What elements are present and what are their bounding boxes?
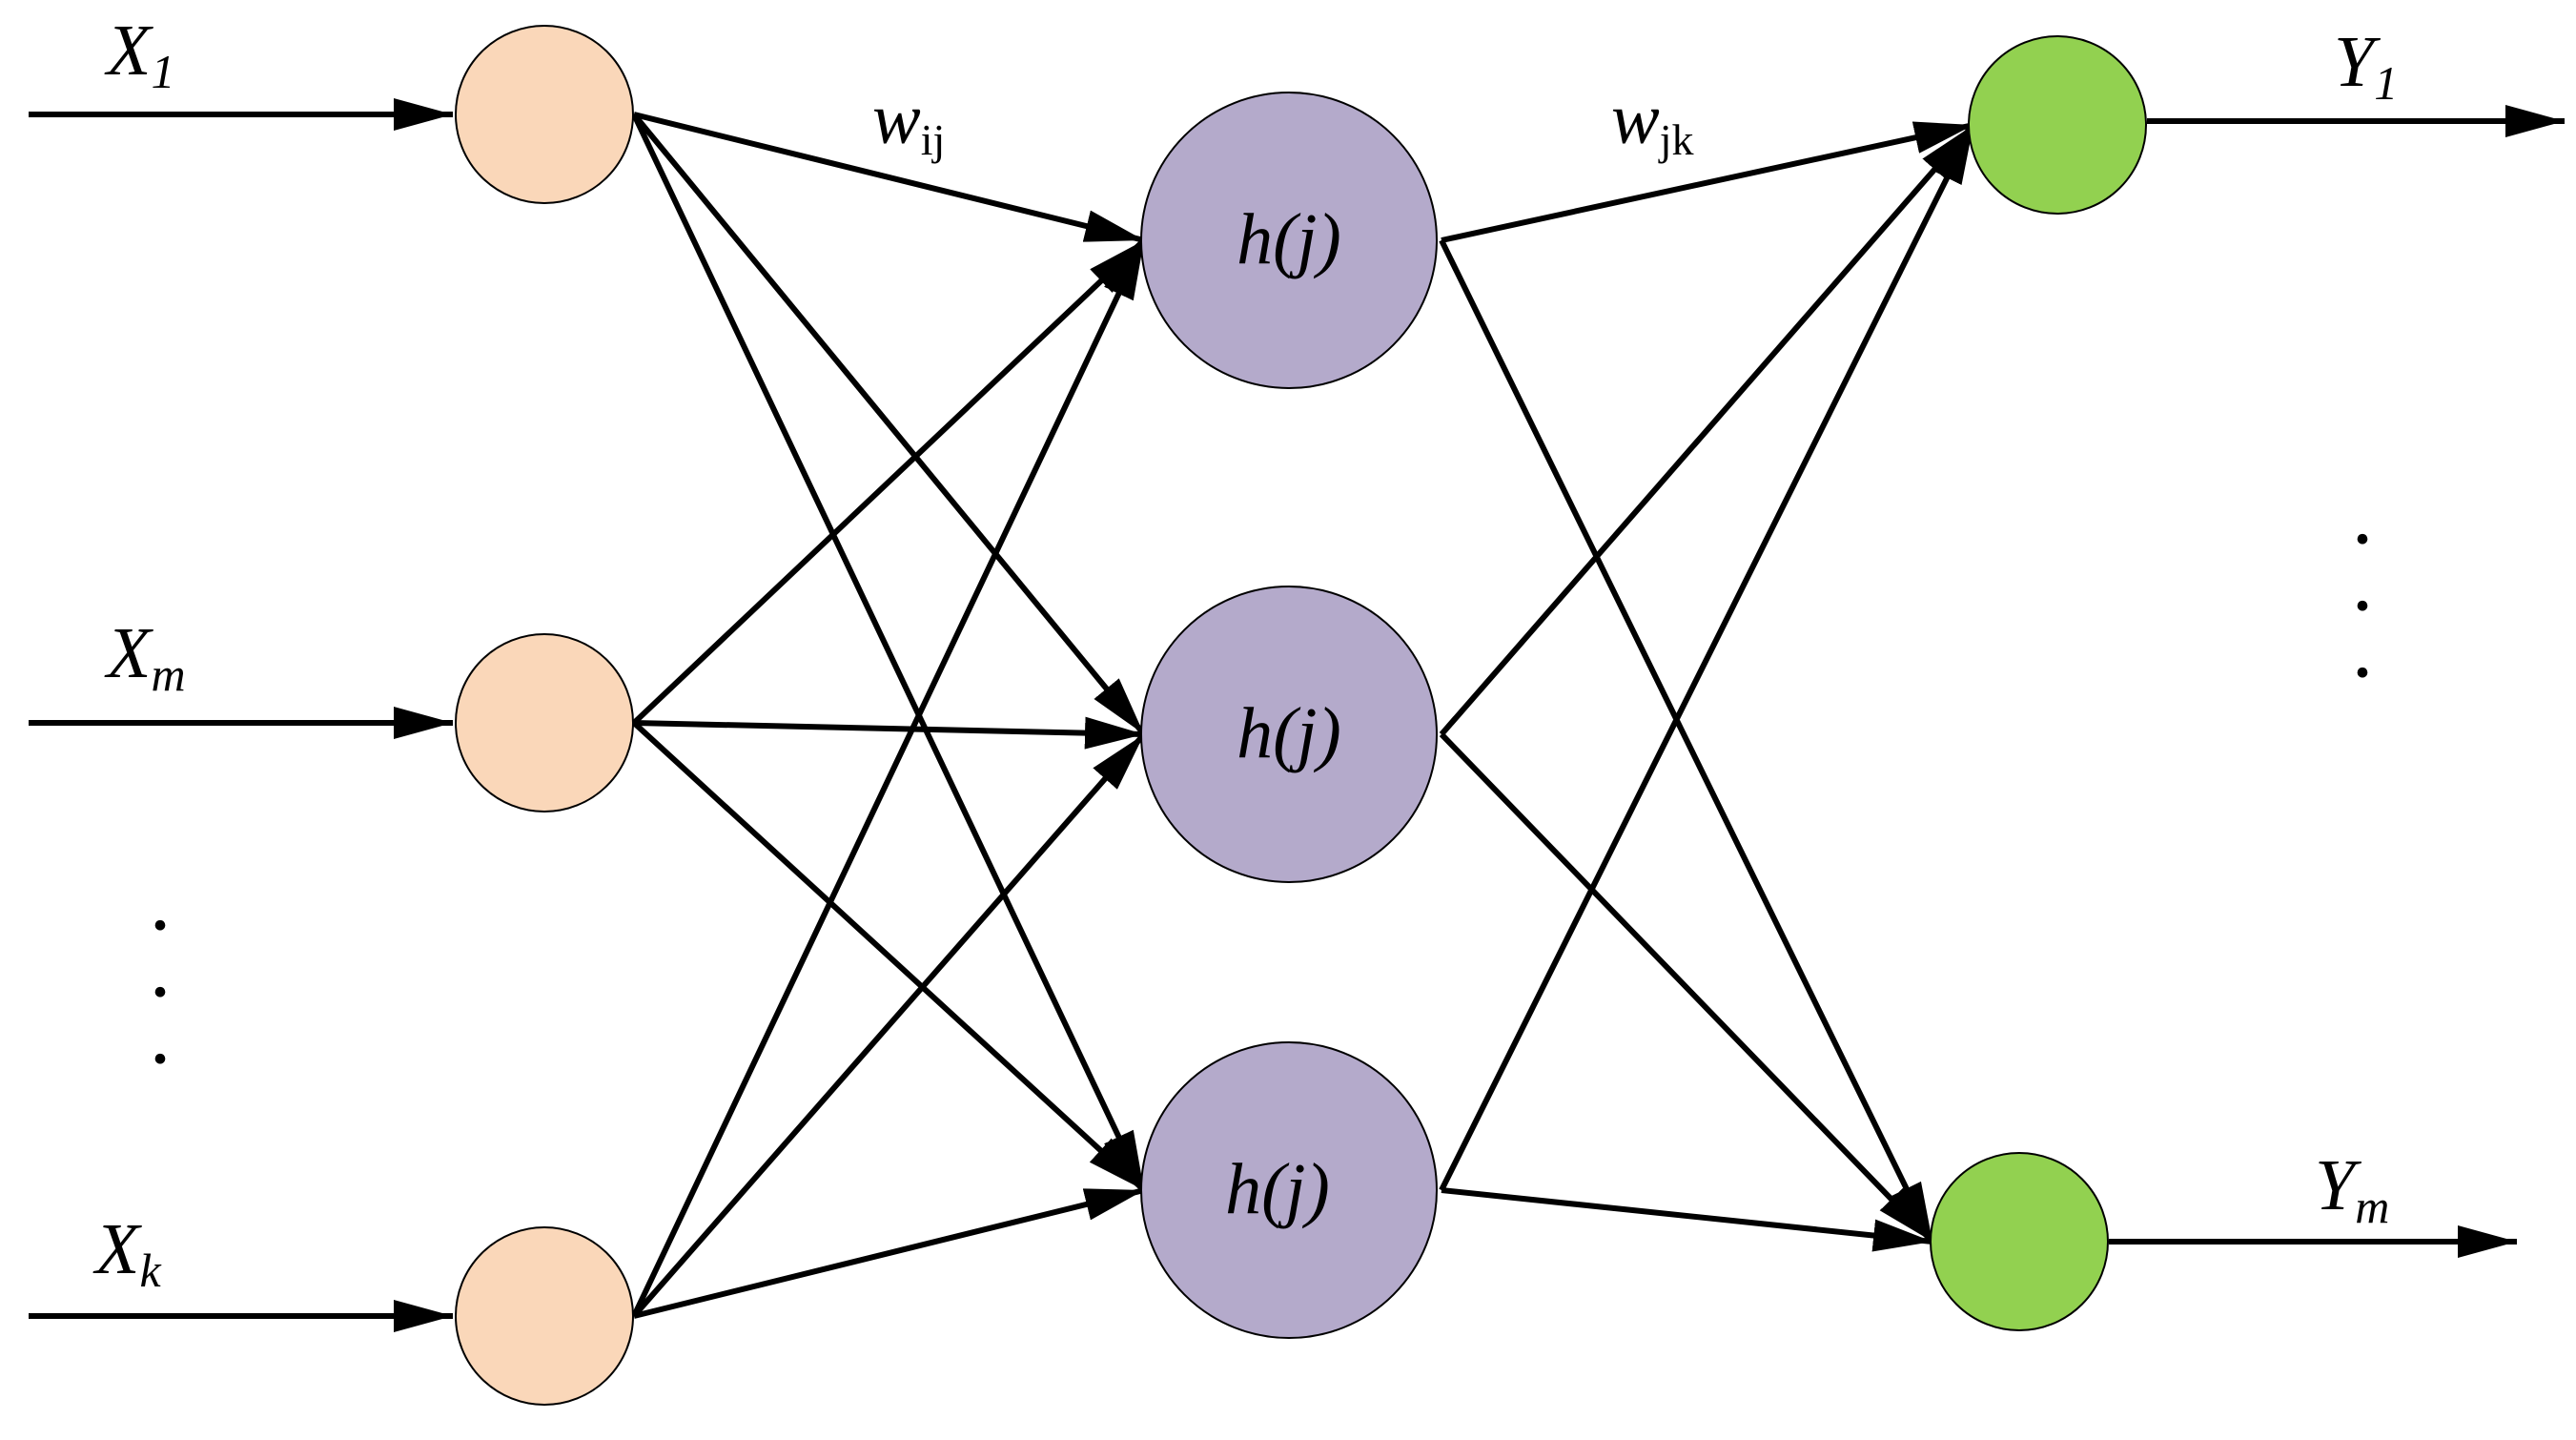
output-ellipsis-dot-2: · [2348,559,2377,653]
edge-input-0-hidden-1 [631,113,1147,736]
edge-input-2-hidden-2 [633,1187,1145,1319]
input-node-m [455,633,634,813]
input-ellipsis-dot-2: · [146,945,174,1039]
input-ellipsis-dot-3: · [146,1012,174,1106]
input-node-k [455,1226,634,1406]
hidden-label-1: h(j) [1237,199,1341,279]
hidden-node-2 [1140,586,1438,883]
edge-hidden-1-output-1 [1439,731,1935,1245]
edge-input-1-hidden-2 [631,720,1147,1193]
edge-input-0-hidden-0 [633,112,1145,243]
output-label-1: Y1 [2334,22,2398,110]
input-ellipsis-dot-1: · [146,878,174,973]
edge-input-0-hidden-2 [631,113,1147,1192]
edge-hidden-2-output-0 [1439,123,1976,1192]
output-node-m [1930,1152,2109,1331]
edge-input-1-hidden-0 [631,237,1147,726]
edge-input-1-hidden-1 [633,716,1145,750]
edge-hidden-1-output-0 [1439,123,1976,736]
output-label-m: Ym [2315,1145,2389,1233]
input-label-k: Xk [92,1209,161,1297]
input-node-1 [455,25,634,204]
hidden-label-2: h(j) [1237,693,1341,773]
output-ellipsis-dot-1: · [2348,492,2377,586]
edge-input-2-hidden-0 [631,238,1147,1318]
hidden-node-3 [1140,1041,1438,1339]
edge-hidden-0-output-0 [1441,121,1974,243]
weight-label-jk: wjk [1611,79,1693,164]
hidden-node-1 [1140,92,1438,389]
edge-input-2-hidden-1 [631,732,1147,1318]
input-label-m: Xm [104,613,186,701]
output-node-1 [1968,35,2147,215]
output-ellipsis-dot-3: · [2348,626,2377,720]
weight-label-ij: wij [872,79,945,164]
input-label-1: X1 [104,10,174,98]
hidden-label-3: h(j) [1225,1149,1330,1229]
edge-hidden-0-output-1 [1439,238,1935,1244]
edge-hidden-2-output-1 [1441,1187,1933,1252]
connection-edges [29,98,2565,1332]
